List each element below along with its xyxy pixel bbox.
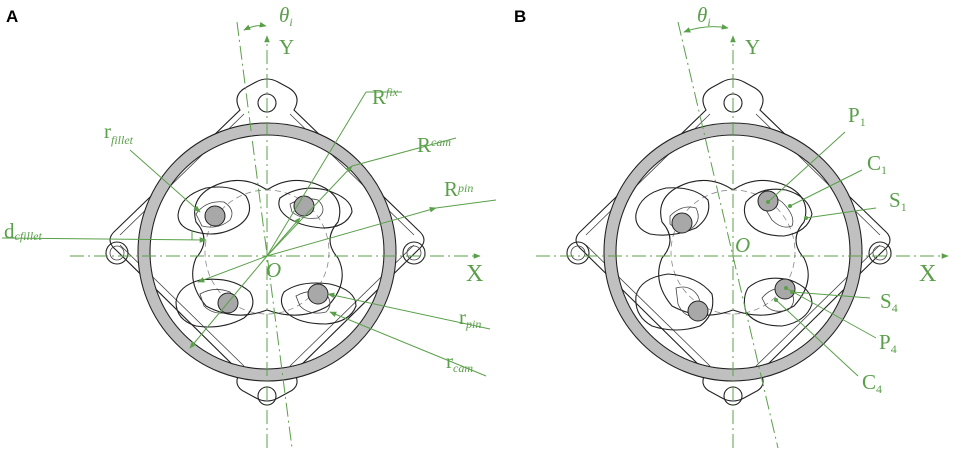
- pin-4-a: [307, 283, 329, 305]
- pin-1-a: [204, 205, 226, 227]
- angle-label-b: θi: [697, 3, 711, 29]
- y-axis-label-a: Y: [279, 35, 294, 59]
- label-r-pin-small: rpin: [459, 305, 481, 331]
- cam-unit-2-b: [743, 188, 813, 237]
- label-c1: C1: [867, 151, 887, 177]
- label-d-cfillet: dcfillet: [4, 219, 42, 243]
- label-s1: S1: [889, 188, 907, 214]
- origin-label-b: O: [735, 233, 750, 257]
- pin-3-b: [687, 300, 709, 322]
- panel-letter-a: A: [6, 7, 18, 26]
- label-r-fix: Rfix: [372, 85, 399, 109]
- label-c4: C4: [862, 370, 882, 396]
- origin-label-a: O: [266, 258, 281, 282]
- cam-unit-1-b: [635, 187, 710, 236]
- rotor-outline-a: [192, 179, 343, 316]
- x-axis-label-a: X: [466, 261, 483, 287]
- label-r-pin: Rpin: [444, 177, 473, 201]
- y-axis-label-b: Y: [745, 35, 760, 59]
- label-r-fillet: rfillet: [104, 119, 134, 147]
- rotor-outline-b: [658, 179, 809, 316]
- cam-unit-3-b: [635, 273, 714, 331]
- label-s4: S4: [880, 289, 898, 315]
- axes-a: [70, 21, 481, 449]
- leader-lines-b: [766, 131, 877, 377]
- label-r-cam-small: rcam: [446, 349, 473, 375]
- cam-unit-1-a: [177, 186, 251, 235]
- label-r-cam: Rcam: [417, 133, 451, 157]
- dimension-lines-a: [1, 91, 497, 377]
- axes-b: [536, 21, 949, 449]
- x-axis-label-b: X: [919, 261, 936, 287]
- label-p4: P4: [879, 330, 897, 356]
- panel-b: B: [514, 3, 949, 449]
- angle-label-a: θi: [279, 3, 293, 29]
- panel-letter-b: B: [514, 7, 526, 26]
- pin-1-b: [671, 212, 693, 234]
- label-p1: P1: [848, 103, 866, 129]
- panel-a: A: [1, 3, 497, 449]
